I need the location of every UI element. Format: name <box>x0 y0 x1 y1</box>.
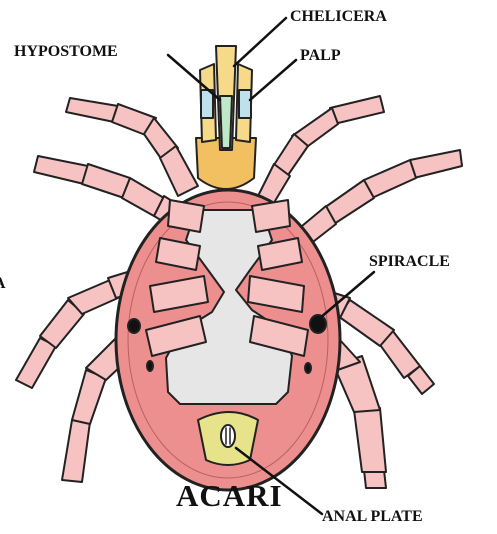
label-hypostome: HYPOSTOME <box>14 44 118 60</box>
label-palp: PALP <box>300 48 341 64</box>
label-anal-plate: ANAL PLATE <box>322 509 423 525</box>
label-chelicera: CHELICERA <box>290 9 387 25</box>
label-cropped-fragment: A <box>0 276 6 292</box>
label-spiracle: SPIRACLE <box>369 254 450 270</box>
palp-segment-right <box>239 90 251 118</box>
hypostome-shape <box>220 96 232 148</box>
palp-segment-left <box>201 90 213 118</box>
leg-right-2 <box>290 150 462 252</box>
gnathosoma <box>196 46 256 189</box>
diagram-title: ACARI <box>176 480 283 511</box>
